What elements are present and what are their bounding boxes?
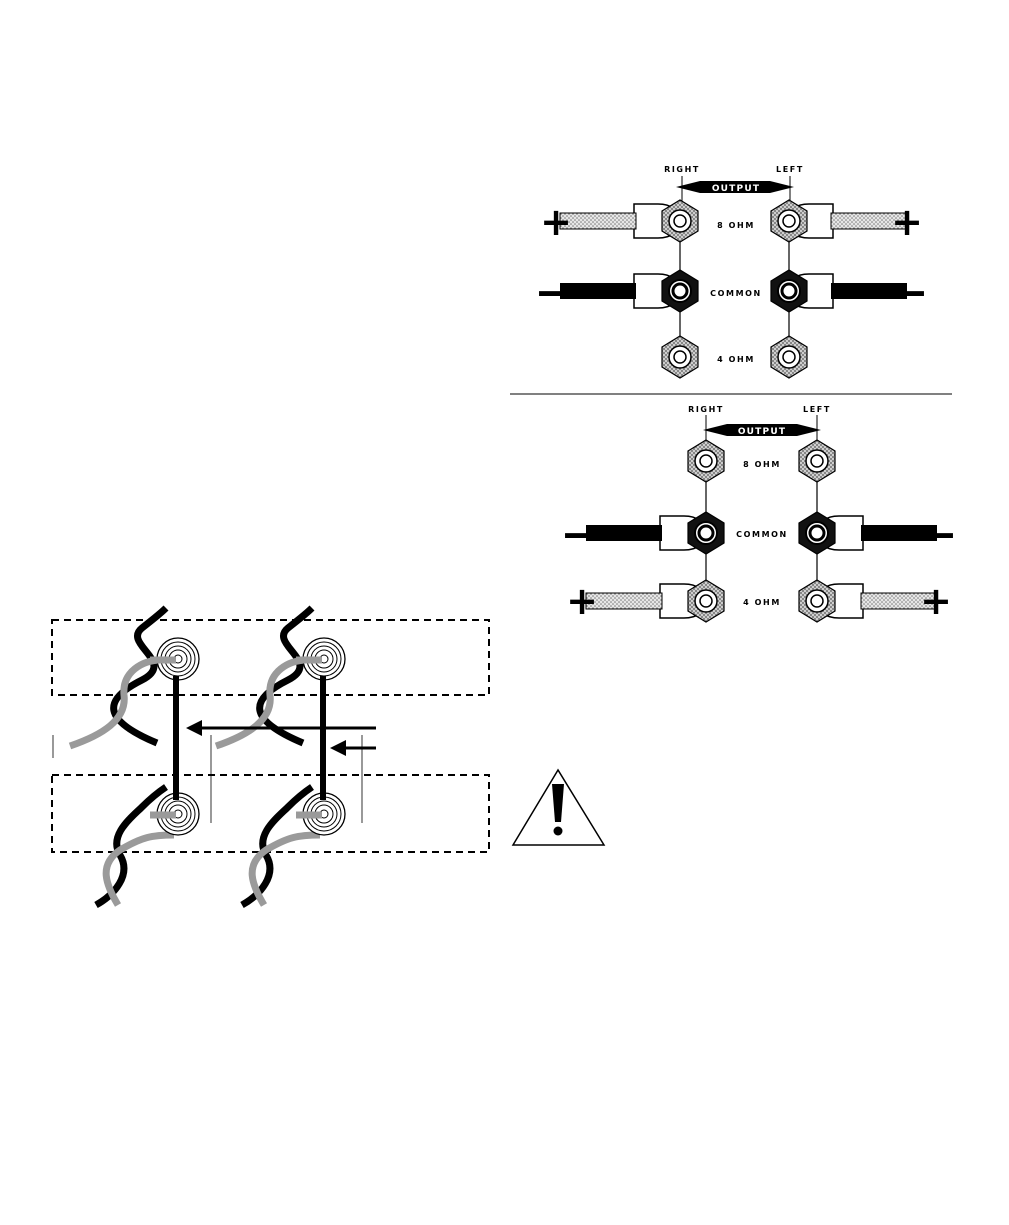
top-output-panel: RIGHT LEFT OUTPUT 8 OHM COMMON 4 OHM + +… — [537, 165, 926, 378]
bottom-4ohm-label: 4 OHM — [743, 598, 781, 607]
bottom-left-label: LEFT — [803, 405, 831, 414]
top-output-label: OUTPUT — [712, 184, 760, 194]
right-jumper-bar — [320, 676, 326, 800]
jumper-arrow-long-head — [186, 720, 202, 736]
left-jumper-bar — [173, 676, 179, 800]
bridged-terminal-illustration — [52, 608, 489, 905]
bottom-right-label: RIGHT — [688, 405, 724, 414]
bottom-right-4ohm-positive-lug — [586, 584, 704, 618]
top-right-label: RIGHT — [664, 165, 700, 174]
top-right-common-negative-lug — [560, 274, 678, 308]
top-right-8ohm-positive-lug — [560, 204, 678, 238]
top-left-4ohm-post — [771, 336, 807, 378]
top-minus-sign-right: — — [888, 269, 926, 313]
top-plus-sign-right: + — [891, 200, 923, 244]
bottom-left-8ohm-post — [799, 440, 835, 482]
warning-triangle-icon — [513, 770, 604, 845]
top-right-4ohm-post — [662, 336, 698, 378]
bottom-right-common-negative-lug — [586, 516, 704, 550]
bottom-minus-sign-left: — — [563, 511, 601, 555]
top-left-label: LEFT — [776, 165, 804, 174]
bottom-right-8ohm-post — [688, 440, 724, 482]
bottom-common-label: COMMON — [736, 530, 788, 539]
upper-left-twisted-pair — [70, 608, 174, 746]
bottom-minus-sign-right: — — [917, 511, 955, 555]
top-plus-sign-left: + — [540, 200, 572, 244]
top-minus-sign-left: — — [537, 269, 575, 313]
top-4ohm-label: 4 OHM — [717, 355, 755, 364]
top-8ohm-label: 8 OHM — [717, 221, 755, 230]
jumper-arrow-short-head — [330, 740, 346, 756]
bottom-8ohm-label: 8 OHM — [743, 460, 781, 469]
bottom-plus-sign-right: + — [920, 579, 952, 623]
top-common-label: COMMON — [710, 289, 762, 298]
upper-right-twisted-pair — [216, 608, 320, 746]
bottom-output-panel: RIGHT LEFT OUTPUT 8 OHM COMMON 4 OHM — —… — [563, 405, 955, 623]
bottom-plus-sign-left: + — [566, 579, 598, 623]
bottom-output-label: OUTPUT — [738, 427, 786, 437]
